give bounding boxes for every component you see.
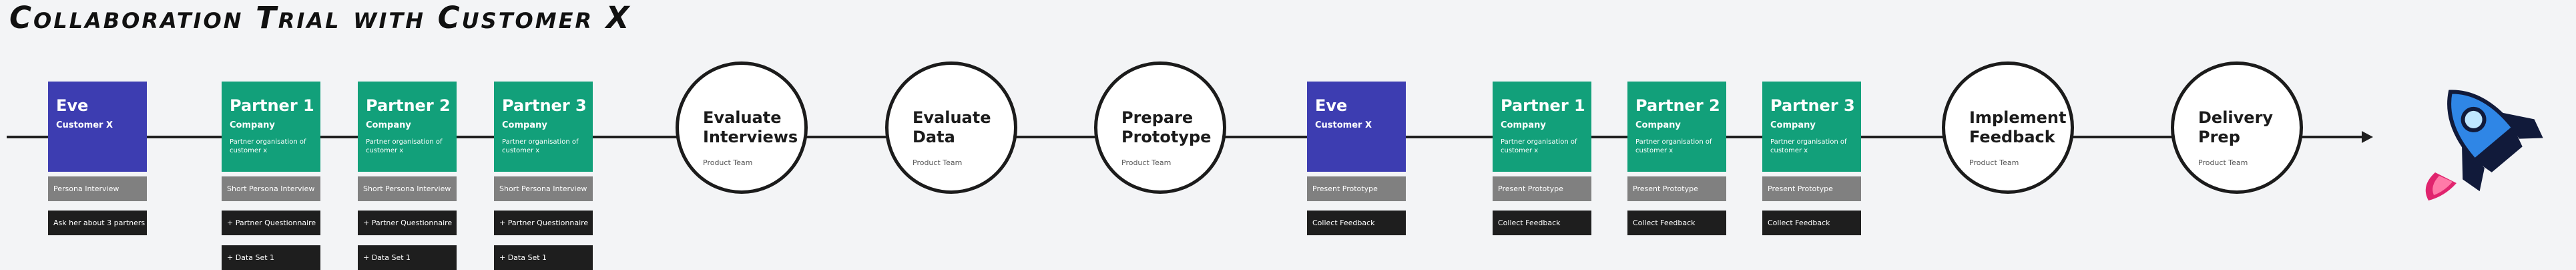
activity-tag[interactable]: Present Prototype xyxy=(1307,176,1406,201)
step-title: Evaluate Data xyxy=(913,108,991,146)
card-title: Partner 2 xyxy=(1635,96,1720,115)
activity-tag[interactable]: Collect Feedback xyxy=(1307,211,1406,235)
step-title: Prepare Prototype xyxy=(1121,108,1212,146)
card-title: Partner 3 xyxy=(1770,96,1855,115)
activity-tag[interactable]: + Partner Questionnaire xyxy=(494,211,593,235)
card-description: Partner organisation of customer x xyxy=(1770,138,1847,154)
activity-tag[interactable]: + Data Set 1 xyxy=(494,245,593,270)
step-title: Evaluate Interviews xyxy=(703,108,798,146)
activity-tag[interactable]: Collect Feedback xyxy=(1762,211,1861,235)
card-subtitle: Customer X xyxy=(56,120,113,130)
activity-tag[interactable]: + Partner Questionnaire xyxy=(222,211,320,235)
activity-tag[interactable]: Present Prototype xyxy=(1493,176,1591,201)
card-subtitle: Customer X xyxy=(1315,120,1372,130)
step-owner: Product Team xyxy=(703,158,753,167)
card-subtitle: Company xyxy=(1770,120,1816,130)
rocket-icon xyxy=(2425,90,2543,200)
card-subtitle: Company xyxy=(1501,120,1546,130)
step-owner: Product Team xyxy=(2198,158,2248,167)
card-description: Partner organisation of customer x xyxy=(1635,138,1712,154)
activity-tag[interactable]: + Data Set 1 xyxy=(222,245,320,270)
activity-tag[interactable]: Present Prototype xyxy=(1762,176,1861,201)
step-owner: Product Team xyxy=(913,158,963,167)
card-subtitle: Company xyxy=(366,120,411,130)
activity-tag[interactable]: Short Persona Interview xyxy=(222,176,320,201)
activity-tag[interactable]: + Data Set 1 xyxy=(358,245,457,270)
card-title: Partner 2 xyxy=(366,96,451,115)
activity-tag[interactable]: Collect Feedback xyxy=(1493,211,1591,235)
card-description: Partner organisation of customer x xyxy=(502,138,579,154)
activity-tag[interactable]: + Partner Questionnaire xyxy=(358,211,457,235)
diagram-title: Collaboration Trial with Customer X xyxy=(9,0,631,35)
step-title: Implement Feedback xyxy=(1969,108,2067,146)
timeline-arrowhead xyxy=(2362,131,2373,143)
card-title: Partner 1 xyxy=(230,96,314,115)
activity-tag[interactable]: Persona Interview xyxy=(48,176,147,201)
activity-tag[interactable]: Ask her about 3 partners xyxy=(48,211,147,235)
card-description: Partner organisation of customer x xyxy=(366,138,443,154)
step-title: Delivery Prep xyxy=(2198,108,2274,146)
activity-tag[interactable]: Short Persona Interview xyxy=(494,176,593,201)
card-title: Partner 3 xyxy=(502,96,587,115)
card-description: Partner organisation of customer x xyxy=(1501,138,1577,154)
card-subtitle: Company xyxy=(230,120,275,130)
card-title: Partner 1 xyxy=(1501,96,1585,115)
card-description: Partner organisation of customer x xyxy=(230,138,306,154)
card-title: Eve xyxy=(1315,96,1348,115)
activity-tag[interactable]: Present Prototype xyxy=(1627,176,1726,201)
card-title: Eve xyxy=(56,96,89,115)
card-subtitle: Company xyxy=(502,120,547,130)
step-owner: Product Team xyxy=(1969,158,2019,167)
card-subtitle: Company xyxy=(1635,120,1681,130)
activity-tag[interactable]: Short Persona Interview xyxy=(358,176,457,201)
activity-tag[interactable]: Collect Feedback xyxy=(1627,211,1726,235)
step-owner: Product Team xyxy=(1121,158,1172,167)
